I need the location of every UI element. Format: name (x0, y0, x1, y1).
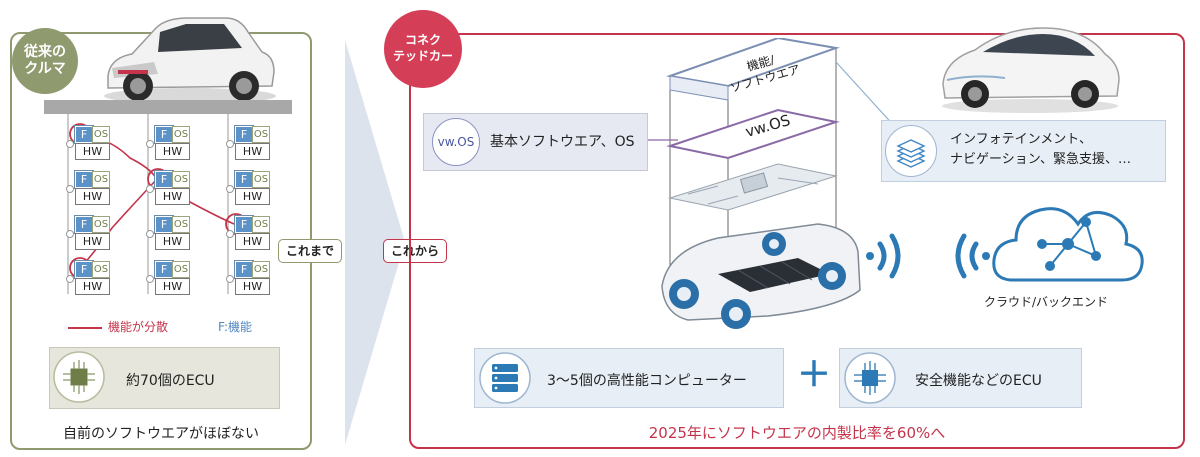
server-icon (479, 352, 531, 404)
conventional-car-tag: 従来の クルマ (12, 28, 78, 94)
plus-sign: ＋ (797, 355, 831, 395)
connected-car-panel (409, 33, 1185, 449)
conventional-footer: 自前のソフトウエアがほぼない (63, 426, 259, 442)
connected-car-image (942, 27, 1120, 113)
chip-icon (53, 351, 105, 403)
connector-lines (648, 61, 897, 141)
legend-distributed-label: 機能が分散 (108, 320, 169, 334)
goal-statement: 2025年にソフトウエアの内製比率を60%へ (648, 424, 946, 442)
layers-icon-wrap (885, 125, 937, 177)
safety-ecu-label: 安全機能などのECU (915, 373, 1042, 389)
connected-car-tag: コネク テッドカー (384, 10, 462, 88)
vw-os-badge: vw.OS (432, 118, 480, 166)
layered-architecture (661, 38, 861, 329)
transition-arrow (345, 40, 405, 445)
cloud-icon (992, 207, 1144, 282)
after-label: これから (383, 239, 448, 263)
before-label: これまで (278, 239, 343, 263)
signal-in-icon (955, 233, 990, 279)
hpc-label: 3～5個の高性能コンピューター (547, 373, 747, 389)
base-software-label: 基本ソフトウエア、OS (490, 134, 635, 150)
conventional-car-image (104, 17, 276, 104)
legend-distributed: 機能が分散 (68, 318, 168, 335)
layers-icon (896, 139, 926, 168)
safety-chip-icon (844, 352, 896, 404)
ecu-count-label: 約70個のECU (126, 373, 215, 389)
cloud-backend-label: クラウド/バックエンド (984, 295, 1109, 309)
legend-function: F:機能 (218, 320, 253, 334)
legend-red-line (68, 326, 102, 329)
infotainment-label: インフォテインメント、 ナビゲーション、緊急支援、… (950, 132, 1131, 168)
signal-out-icon (866, 233, 901, 279)
